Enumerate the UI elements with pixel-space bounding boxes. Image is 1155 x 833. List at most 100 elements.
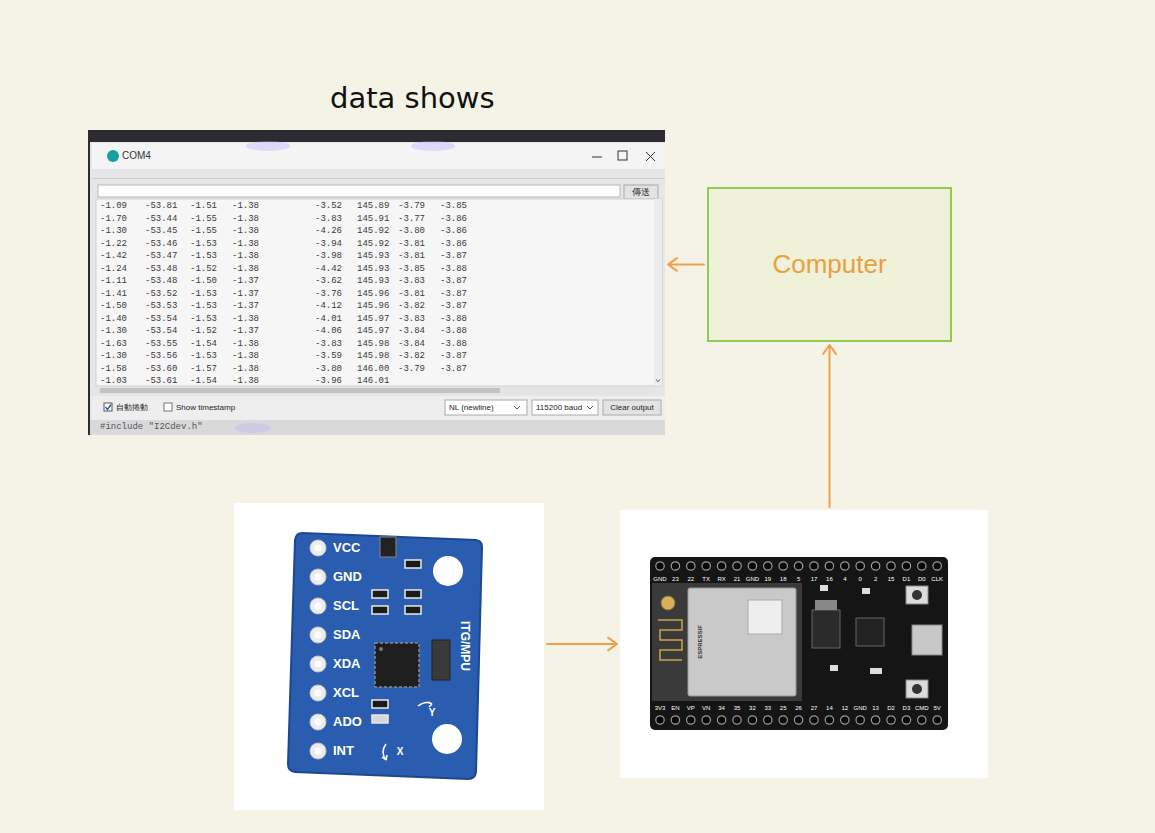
- data-value: -1.38: [232, 376, 259, 386]
- pin-pad: [310, 685, 326, 701]
- data-value: -3.85: [398, 264, 425, 274]
- data-value: -3.80: [315, 364, 342, 374]
- data-value: 145.97: [357, 314, 389, 324]
- pin-label: GND: [854, 705, 867, 712]
- data-value: -3.87: [440, 364, 467, 374]
- dropdown-arrow: [587, 406, 593, 409]
- pin-label: 22: [687, 576, 694, 583]
- pin-label: 34: [718, 705, 725, 712]
- input-field: [98, 185, 620, 197]
- pin-label: 18: [780, 576, 787, 583]
- smd-part: [862, 588, 870, 594]
- data-value: -53.81: [145, 201, 177, 211]
- data-value: 145.93: [357, 264, 389, 274]
- data-value: -3.87: [440, 276, 467, 286]
- pin-hole: [315, 632, 322, 639]
- header-pin: [871, 562, 879, 570]
- data-value: -1.38: [232, 214, 259, 224]
- data-value: -3.80: [398, 226, 425, 236]
- data-value: -1.53: [190, 314, 217, 324]
- data-value: -3.87: [440, 351, 467, 361]
- data-value: -1.55: [190, 214, 217, 224]
- regulator-chip: [380, 537, 396, 557]
- pin-label: XDA: [333, 657, 360, 672]
- photo-background: [620, 510, 988, 778]
- data-value: -1.22: [100, 239, 127, 249]
- data-value: -3.84: [398, 326, 425, 336]
- data-value: -53.60: [145, 364, 177, 374]
- pin-label: D1: [903, 576, 911, 583]
- mpu-board-photo: [234, 503, 544, 810]
- data-value: -4.42: [315, 264, 342, 274]
- pin-label: SDA: [333, 628, 360, 643]
- pin-label: 26: [795, 705, 802, 712]
- data-value: -3.88: [440, 326, 467, 336]
- smd-part: [870, 668, 882, 674]
- pin-label: GND: [333, 570, 362, 585]
- data-value: -3.81: [398, 251, 425, 261]
- header-pin: [825, 562, 833, 570]
- data-value: -4.26: [315, 226, 342, 236]
- rotation-arrow-x: [382, 744, 387, 760]
- resistor: [372, 606, 388, 614]
- data-value: -3.81: [398, 289, 425, 299]
- header-pin: [671, 562, 679, 570]
- axis-label: X: [397, 746, 404, 758]
- pin-label: D0: [918, 576, 926, 583]
- header-pin: [748, 716, 756, 724]
- pin-pad: [310, 627, 326, 643]
- checkbox: [104, 403, 112, 411]
- screen: [90, 142, 665, 435]
- data-value: -3.82: [398, 351, 425, 361]
- header-pin: [671, 716, 679, 724]
- data-value: -53.46: [145, 239, 177, 249]
- title-divider: [92, 178, 665, 179]
- data-value: -1.38: [232, 364, 259, 374]
- pin-label: CMD: [915, 705, 929, 712]
- push-button: [906, 586, 928, 604]
- data-value: -3.86: [440, 214, 467, 224]
- data-value: -1.40: [100, 314, 127, 324]
- data-value: -1.51: [190, 201, 217, 211]
- data-value: -53.48: [145, 264, 177, 274]
- data-value: 145.98: [357, 351, 389, 361]
- data-value: -1.38: [232, 226, 259, 236]
- pin-hole: [315, 603, 322, 610]
- pin-label: EN: [671, 705, 679, 712]
- button-text: Clear output: [610, 403, 654, 412]
- header-pin: [656, 716, 664, 724]
- data-value: -3.52: [315, 201, 342, 211]
- pin-hole: [315, 661, 322, 668]
- header-pin: [918, 562, 926, 570]
- module-sticker: [748, 600, 782, 634]
- data-value: -1.30: [100, 351, 127, 361]
- data-value: -3.94: [315, 239, 342, 249]
- regulator-tab: [815, 600, 837, 610]
- pin-label: 17: [811, 576, 818, 583]
- dropdown-arrow: [514, 406, 520, 409]
- vertical-scrollbar: [654, 199, 662, 386]
- code-strip: [90, 420, 665, 435]
- data-value: -1.52: [190, 264, 217, 274]
- data-value: -1.58: [100, 364, 127, 374]
- pin-label: VCC: [333, 541, 360, 556]
- dropdown: [445, 400, 527, 415]
- header-pin: [918, 716, 926, 724]
- light-glare: [235, 423, 271, 433]
- data-value: -53.61: [145, 376, 177, 386]
- data-value: -1.38: [232, 314, 259, 324]
- pin-label: 25: [780, 705, 787, 712]
- data-value: -1.53: [190, 289, 217, 299]
- data-value: -1.24: [100, 264, 127, 274]
- light-glare: [246, 141, 290, 151]
- pin-label: 21: [734, 576, 741, 583]
- data-value: -1.38: [232, 239, 259, 249]
- data-value: -3.85: [440, 201, 467, 211]
- data-value: -3.79: [398, 201, 425, 211]
- data-value: -53.54: [145, 326, 177, 336]
- data-value: -1.52: [190, 326, 217, 336]
- data-value: -1.38: [232, 251, 259, 261]
- data-value: -1.37: [232, 289, 259, 299]
